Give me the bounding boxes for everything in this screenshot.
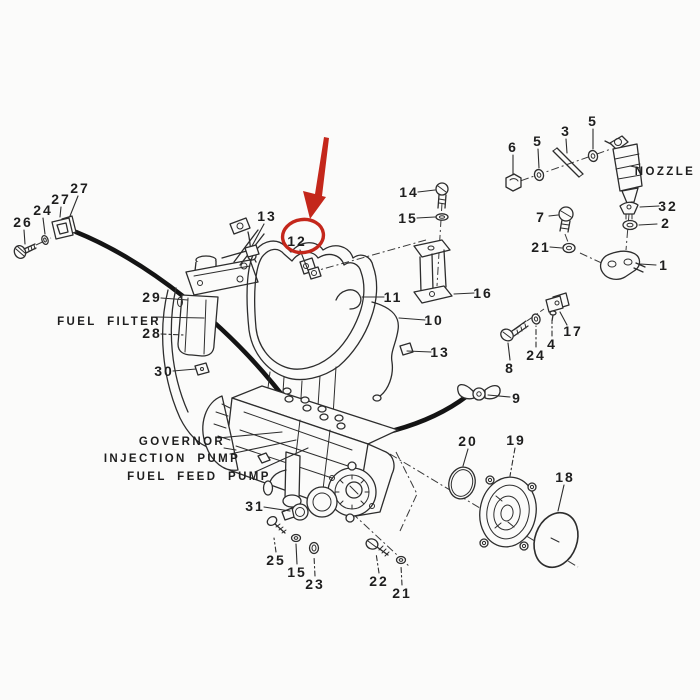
leader-line (557, 484, 565, 512)
leader-line (313, 555, 316, 577)
part-number-3: 3 (561, 123, 571, 139)
injection-pump-body (202, 385, 399, 523)
leader-line (400, 565, 403, 586)
component-label-nozzle: NOZZLE (635, 166, 695, 178)
leader-line (59, 206, 62, 218)
leader-line (172, 368, 197, 372)
leader-line (453, 292, 475, 295)
highlight-group (280, 137, 329, 255)
part-number-18: 18 (555, 469, 575, 485)
leader-line (251, 223, 265, 247)
part-number-14: 14 (399, 184, 419, 200)
leader-line (69, 195, 79, 217)
leader-line (398, 317, 426, 321)
part-number-20: 20 (458, 433, 478, 449)
part-number-32: 32 (658, 198, 678, 214)
pipe-clamp-cluster (500, 292, 570, 342)
part-number-9: 9 (512, 390, 522, 406)
leader-line (42, 217, 46, 235)
leader-line (160, 297, 189, 301)
leader-line (254, 447, 309, 473)
part-number-16: 16 (473, 285, 493, 301)
part-number-24: 24 (526, 347, 546, 363)
part-number-29: 29 (142, 289, 162, 305)
leader-line (406, 350, 432, 353)
bracket-16-assembly (413, 182, 453, 304)
leader-line (155, 316, 205, 319)
leader-line (565, 138, 568, 154)
part-number-5: 5 (533, 133, 543, 149)
leader-line (23, 229, 26, 245)
part-number-15: 15 (287, 564, 307, 580)
leader-line (462, 448, 469, 467)
part-number-15: 15 (398, 210, 418, 226)
part-number-26: 26 (13, 214, 33, 230)
red-arrow (303, 137, 329, 219)
part-number-30: 30 (154, 363, 174, 379)
part-number-4: 4 (547, 336, 557, 352)
component-label-injection-pump: INJECTION PUMP (104, 453, 240, 465)
part-number-13: 13 (257, 208, 277, 224)
leader-line (629, 165, 641, 169)
red-circle-part-12 (280, 217, 326, 255)
part-number-8: 8 (505, 360, 515, 376)
leader-line (509, 447, 516, 477)
part-number-17: 17 (563, 323, 583, 339)
component-label-fuel-feed-pump: FUEL FEED PUMP (127, 471, 271, 483)
leader-line (559, 311, 568, 326)
injection-pipe-loop (229, 217, 414, 417)
part-number-21: 21 (531, 239, 551, 255)
part-number-31: 31 (245, 498, 265, 514)
part-number-13: 13 (430, 344, 450, 360)
leader-line (639, 205, 660, 208)
part-number-19: 19 (506, 432, 526, 448)
part-number-24: 24 (33, 202, 53, 218)
leader-line (375, 552, 380, 574)
leader-line (549, 246, 563, 249)
delivery-valve-fittings (282, 387, 346, 430)
part-number-23: 23 (305, 576, 325, 592)
part-number-5: 5 (588, 113, 598, 129)
leader-line (548, 214, 559, 217)
component-label-governor: GOVERNOR (139, 436, 225, 448)
leader-line (229, 439, 297, 455)
leader-line (487, 394, 511, 398)
leader-line (273, 537, 277, 553)
part-number-12: 12 (287, 233, 307, 249)
leader-line (638, 223, 658, 226)
wing-nut (457, 383, 501, 401)
leader-line (160, 333, 185, 336)
part-number-6: 6 (508, 139, 518, 155)
leader-line (295, 543, 298, 565)
part-number-2: 2 (661, 215, 671, 231)
part-number-28: 28 (142, 325, 162, 341)
leader-line (507, 342, 511, 361)
part-number-1: 1 (659, 257, 669, 273)
part-number-10: 10 (424, 312, 444, 328)
rear-cover-parts (448, 466, 579, 569)
part-number-27: 27 (51, 191, 71, 207)
part-number-21: 21 (392, 585, 412, 601)
leader-line (417, 189, 436, 193)
leader-line (537, 148, 540, 169)
component-label-fuel-filter: FUEL FILTER (57, 316, 161, 328)
leader-line (639, 263, 657, 266)
part-number-22: 22 (369, 573, 389, 589)
part-number-25: 25 (266, 552, 286, 568)
bottom-fasteners (266, 503, 407, 565)
part-number-11: 11 (384, 289, 403, 305)
part-number-27: 27 (70, 180, 90, 196)
leader-line (263, 506, 291, 512)
nozzle-assembly (505, 135, 646, 280)
part-number-7: 7 (536, 209, 546, 225)
leader-line (416, 216, 436, 219)
cable-clamp-assembly (13, 215, 77, 259)
leader-line (217, 431, 283, 439)
